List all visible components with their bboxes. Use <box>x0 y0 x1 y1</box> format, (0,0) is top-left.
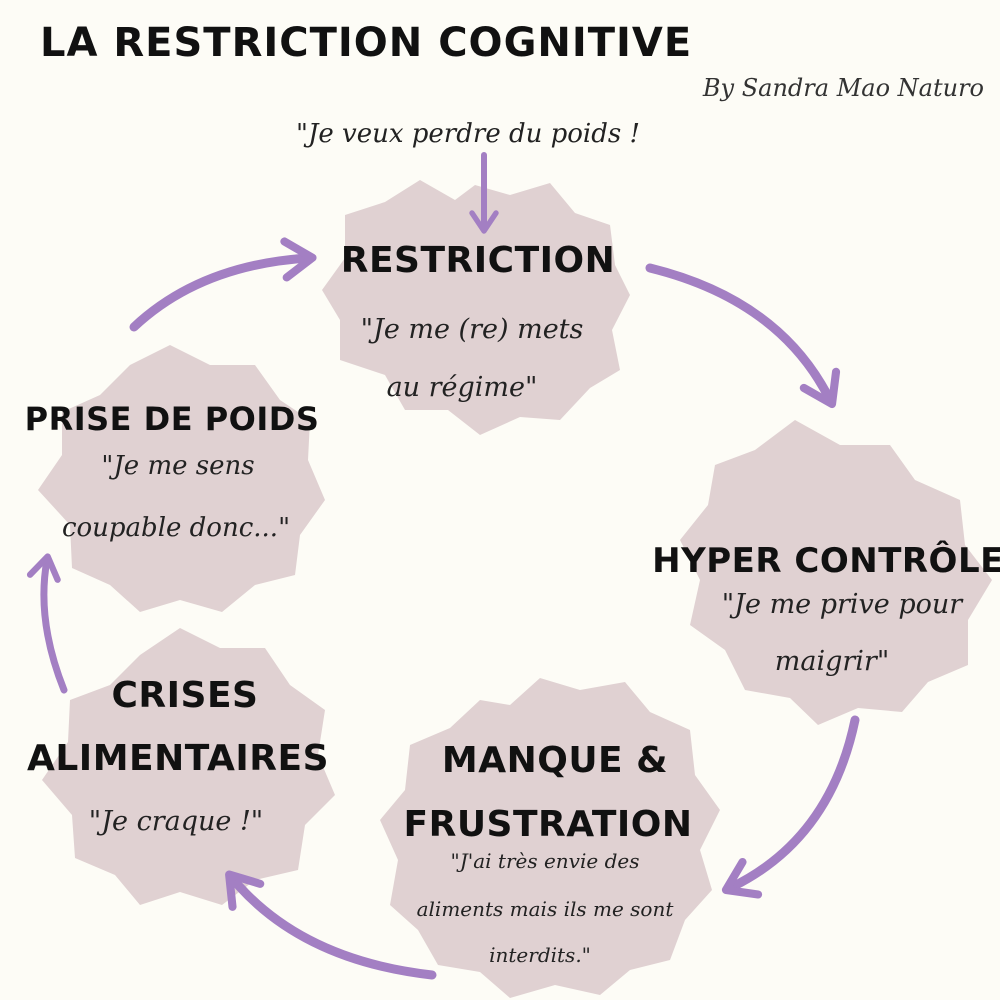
node-quote: "Je craque !" <box>89 806 263 837</box>
node-prise-de-poids-shape <box>38 345 325 612</box>
node-restriction: RESTRICTION "Je me (re) mets au régime" <box>341 240 616 403</box>
node-manque-frustration-shape <box>380 678 720 998</box>
node-title: RESTRICTION <box>341 240 616 281</box>
node-quote: "Je me (re) mets <box>361 314 584 345</box>
arrow-crises-to-prise-de-poids <box>26 553 68 694</box>
node-hyper-controle: HYPER CONTRÔLE "Je me prive pour maigrir… <box>652 540 1000 677</box>
trigger-quote: "Je veux perdre du poids ! <box>296 119 640 149</box>
node-title: HYPER CONTRÔLE <box>652 540 1000 581</box>
node-title: CRISES <box>112 675 259 716</box>
node-hyper-controle-shape <box>680 420 992 725</box>
node-title: MANQUE & <box>442 740 668 781</box>
node-quote: coupable donc..." <box>62 513 290 543</box>
node-title: ALIMENTAIRES <box>27 738 329 779</box>
node-shapes <box>38 180 992 998</box>
node-crises-alimentaires-shape <box>42 628 335 905</box>
page-title: LA RESTRICTION COGNITIVE <box>40 20 692 66</box>
node-crises-alimentaires: CRISES ALIMENTAIRES "Je craque !" <box>27 675 329 837</box>
arrow-prise-de-poids-to-restriction <box>129 237 317 332</box>
arrow-restriction-to-hyper-controle <box>645 263 841 409</box>
byline: By Sandra Mao Naturo <box>702 74 984 102</box>
arrow-hyper-controle-to-manque <box>721 715 860 899</box>
node-quote: interdits." <box>489 943 591 967</box>
node-quote: "Je me sens <box>101 451 254 481</box>
node-title: PRISE DE POIDS <box>25 400 320 438</box>
node-quote: maigrir" <box>775 646 890 677</box>
node-manque-frustration: MANQUE & FRUSTRATION "J'ai très envie de… <box>404 740 693 967</box>
node-quote: aliments mais ils me sont <box>417 897 675 921</box>
node-prise-de-poids: PRISE DE POIDS "Je me sens coupable donc… <box>25 400 320 543</box>
node-title: FRUSTRATION <box>404 804 693 845</box>
node-quote: au régime" <box>387 372 538 403</box>
node-restriction-shape <box>322 180 630 435</box>
arrow-manque-to-crises <box>225 870 437 980</box>
node-quote: "J'ai très envie des <box>451 849 640 873</box>
cycle-arrows <box>26 152 860 980</box>
node-quote: "Je me prive pour <box>722 589 965 620</box>
